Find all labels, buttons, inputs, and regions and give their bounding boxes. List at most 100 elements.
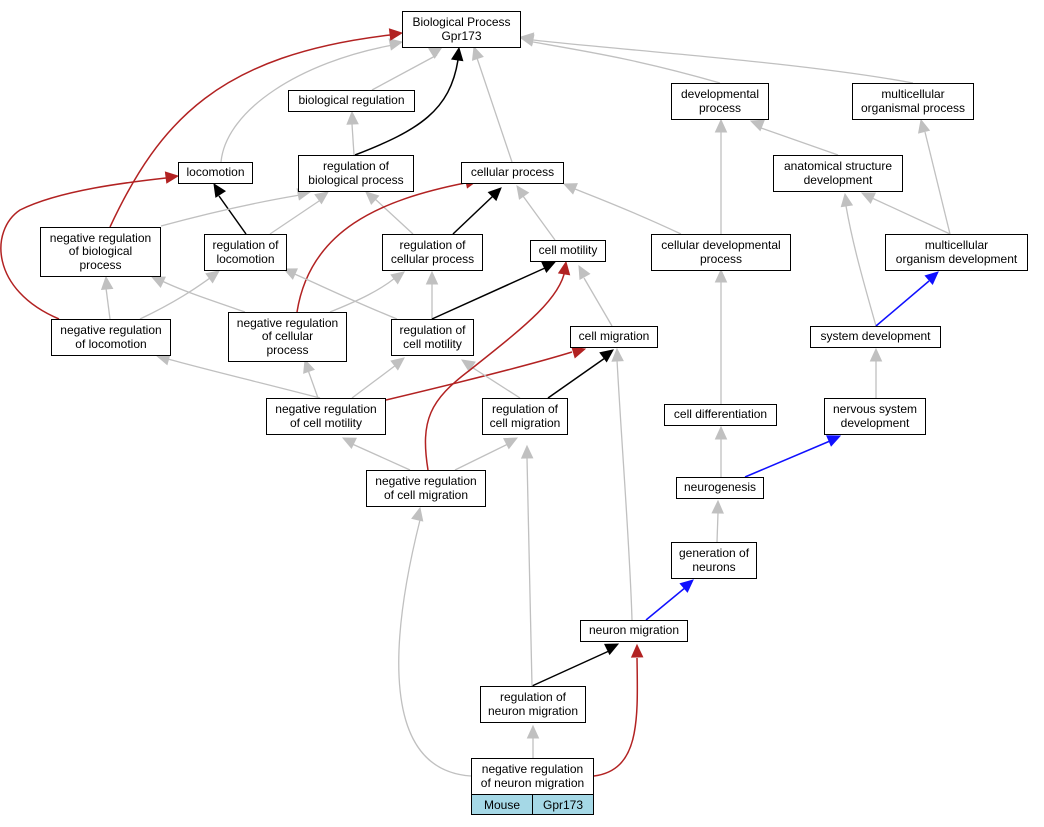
node-locomotion[interactable]: locomotion (178, 162, 253, 184)
edge-is-a (329, 277, 396, 313)
node-cell-differentiation[interactable]: cell differentiation (664, 404, 777, 426)
leaf-annotation-table: Mouse Gpr173 (471, 794, 594, 815)
edge-is-a (373, 197, 414, 235)
node-regulation-of-biological-process[interactable]: regulation of biological process (298, 155, 414, 192)
edge-is-a (924, 131, 951, 235)
arrowhead (150, 276, 166, 288)
edge-negatively-regulates (385, 351, 573, 401)
arrowhead (604, 643, 620, 656)
node-system-development[interactable]: system development (810, 326, 941, 348)
node-nervous-system-development[interactable]: nervous system development (824, 398, 926, 435)
edge-is-a (532, 39, 914, 84)
edge-is-a (289, 271, 398, 320)
arrowhead (840, 192, 854, 208)
node-neuron-migration[interactable]: neuron migration (580, 620, 688, 642)
arrowhead (164, 171, 180, 184)
edge-is-a (220, 44, 394, 163)
edge-regulates (431, 267, 546, 320)
arrowhead (388, 28, 404, 41)
arrowhead (714, 268, 728, 283)
edge-is-a (349, 442, 411, 471)
arrowhead (303, 358, 315, 374)
edge-regulates (354, 59, 459, 156)
arrowhead (388, 38, 404, 51)
edge-negatively-regulates (424, 269, 566, 471)
arrowhead (205, 270, 220, 284)
edge-part-of (645, 586, 687, 621)
node-negative-regulation-of-cellular-process[interactable]: negative regulation of cellular process (228, 312, 347, 362)
node-negative-regulation-of-cell-motility[interactable]: negative regulation of cell motility (266, 398, 386, 435)
node-cell-motility[interactable]: cell motility (530, 240, 606, 262)
node-biological-process[interactable]: Biological Process Gpr173 (402, 11, 521, 48)
node-neurogenesis[interactable]: neurogenesis (676, 477, 764, 499)
arrowhead (390, 357, 405, 371)
node-regulation-of-cellular-process[interactable]: regulation of cellular process (382, 234, 483, 271)
node-regulation-of-cell-migration[interactable]: regulation of cell migration (482, 398, 568, 435)
node-negative-regulation-of-biological-process[interactable]: negative regulation of biological proces… (40, 227, 161, 277)
edge-negatively-regulates (109, 34, 391, 228)
arrowhead (714, 118, 728, 133)
arrowhead (924, 271, 939, 285)
edge-part-of (875, 280, 930, 327)
node-biological-regulation[interactable]: biological regulation (288, 90, 415, 112)
edge-is-a (469, 365, 521, 399)
node-negative-regulation-of-cell-migration[interactable]: negative regulation of cell migration (366, 470, 486, 507)
arrowhead (571, 346, 587, 359)
edge-is-a (139, 277, 211, 320)
edge-is-a (574, 188, 682, 235)
leaf-gene-cell: Gpr173 (533, 794, 594, 815)
edge-negatively-regulates (296, 182, 466, 313)
node-regulation-of-locomotion[interactable]: regulation of locomotion (204, 234, 287, 271)
node-cellular-process[interactable]: cellular process (461, 162, 564, 184)
node-negative-regulation-of-locomotion[interactable]: negative regulation of locomotion (51, 319, 171, 356)
edge-is-a (871, 197, 951, 235)
arrowhead (282, 268, 298, 280)
node-regulation-of-neuron-migration[interactable]: regulation of neuron migration (480, 686, 586, 723)
node-multicellular-organismal-process[interactable]: multicellular organismal process (852, 83, 974, 120)
node-multicellular-organism-development[interactable]: multicellular organism development (885, 234, 1028, 271)
arrowhead (826, 435, 842, 447)
arrowhead (578, 264, 591, 280)
node-developmental-process[interactable]: developmental process (671, 83, 769, 120)
edge-is-a (526, 457, 533, 687)
arrowhead (428, 46, 444, 59)
arrowhead (599, 349, 614, 363)
edge-is-a (307, 369, 319, 399)
edge-part-of (744, 440, 831, 478)
edge-negatively-regulates (0, 177, 167, 320)
edge-regulates (218, 195, 247, 235)
arrowhead (425, 270, 439, 285)
edge-is-a (476, 57, 513, 163)
arrowhead (450, 46, 464, 62)
arrowhead (365, 191, 380, 206)
edge-is-a (159, 279, 246, 313)
edge-is-a (760, 127, 839, 156)
node-cell-migration[interactable]: cell migration (570, 326, 658, 348)
edge-negatively-regulates (593, 657, 639, 777)
node-regulation-of-cell-motility[interactable]: regulation of cell motility (391, 319, 474, 356)
edge-regulates (452, 195, 494, 235)
arrowhead (411, 506, 424, 522)
arrowhead (557, 260, 571, 276)
arrowhead (341, 437, 357, 450)
arrowhead (314, 191, 329, 205)
node-cellular-developmental-process[interactable]: cellular developmental process (651, 234, 791, 271)
arrowhead (611, 347, 624, 362)
edge-is-a (351, 123, 355, 156)
node-negative-regulation-of-neuron-migration[interactable]: negative regulation of neuron migration (471, 758, 594, 794)
arrowhead (390, 271, 405, 285)
edge-regulates (531, 650, 610, 687)
node-anatomical-structure-development[interactable]: anatomical structure development (773, 155, 903, 192)
arrowhead (503, 437, 519, 450)
arrowhead (679, 579, 694, 593)
edge-is-a (398, 519, 472, 777)
arrowhead (520, 444, 534, 459)
edge-is-a (371, 54, 438, 91)
edge-regulates (547, 357, 606, 399)
edge-is-a (351, 364, 397, 399)
arrowhead (714, 425, 728, 440)
node-generation-of-neurons[interactable]: generation of neurons (671, 542, 757, 579)
arrowhead (630, 643, 644, 658)
arrowhead (100, 275, 114, 291)
